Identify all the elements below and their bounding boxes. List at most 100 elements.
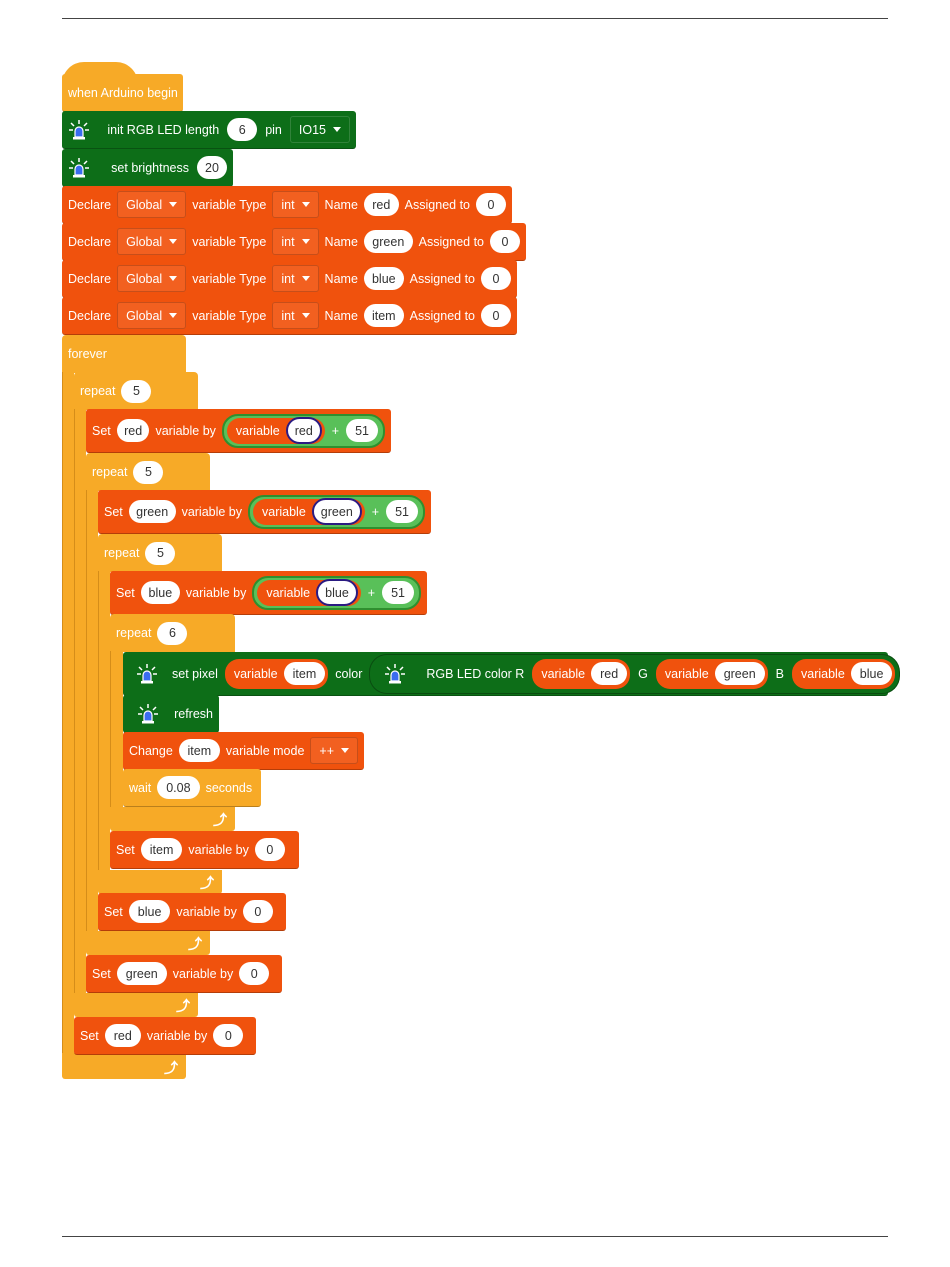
variable-name[interactable]: red xyxy=(591,662,628,685)
scope-dropdown[interactable]: Global xyxy=(117,302,187,329)
bottom-rule xyxy=(62,1236,888,1237)
set-green-reset-block[interactable]: Set green variable by 0 xyxy=(86,955,282,993)
variable-name[interactable]: green xyxy=(311,498,362,525)
assign-label: Assigned to xyxy=(418,234,484,249)
declare-red-block[interactable]: Declare Global variable Type int Name re… xyxy=(62,186,512,224)
type-dropdown[interactable]: int xyxy=(272,228,319,255)
mode-dropdown[interactable]: ++ xyxy=(310,737,358,764)
set-value-input[interactable]: 0 xyxy=(213,1024,244,1047)
set-value-input[interactable]: 0 xyxy=(239,962,270,985)
type-dropdown[interactable]: int xyxy=(272,265,319,292)
change-item-block[interactable]: Change item variable mode ++ xyxy=(123,732,364,770)
repeat-block-3[interactable]: repeat 5 xyxy=(98,534,222,572)
change-var-input[interactable]: item xyxy=(178,739,220,762)
caret-down-icon xyxy=(169,276,178,281)
set-pixel-label: set pixel xyxy=(172,666,218,681)
scope-dropdown[interactable]: Global xyxy=(117,228,187,255)
set-keyword: Set xyxy=(116,585,135,600)
type-dropdown[interactable]: int xyxy=(272,302,319,329)
variable-name[interactable]: blue xyxy=(316,579,358,606)
set-value-input[interactable]: 0 xyxy=(254,838,285,861)
set-target-var[interactable]: red xyxy=(116,419,150,442)
repeat-3-c-bar xyxy=(98,571,110,871)
repeat-count-input[interactable]: 6 xyxy=(157,621,188,645)
forever-block[interactable]: forever xyxy=(62,335,186,373)
variable-label: variable xyxy=(801,666,845,681)
init-rgb-led-block[interactable]: init RGB LED length 6 pin IO15 xyxy=(62,111,356,149)
declare-blue-block[interactable]: Declare Global variable Type int Name bl… xyxy=(62,260,517,298)
set-target-var[interactable]: item xyxy=(140,838,183,861)
led-length-input[interactable]: 6 xyxy=(227,118,258,141)
brightness-input[interactable]: 20 xyxy=(197,156,227,179)
set-by-label: variable by xyxy=(146,1028,208,1043)
variable-name[interactable]: item xyxy=(283,662,326,685)
repeat-count-input[interactable]: 5 xyxy=(145,541,176,565)
increment-input[interactable]: 51 xyxy=(382,581,414,604)
scope-dropdown[interactable]: Global xyxy=(117,191,187,218)
refresh-block[interactable]: refresh xyxy=(123,695,219,733)
change-keyword: Change xyxy=(129,743,173,758)
increment-input[interactable]: 51 xyxy=(346,419,378,442)
declare-keyword: Declare xyxy=(68,308,112,323)
refresh-label: refresh xyxy=(174,706,213,721)
wait-seconds-input[interactable]: 0.08 xyxy=(157,776,200,799)
assign-value-input[interactable]: 0 xyxy=(490,230,520,253)
set-target-var[interactable]: red xyxy=(104,1024,141,1047)
repeat-block-2[interactable]: repeat 5 xyxy=(86,453,210,491)
caret-down-icon xyxy=(301,313,310,318)
set-red-reset-block[interactable]: Set red variable by 0 xyxy=(74,1017,256,1055)
set-item-reset-block[interactable]: Set item variable by 0 xyxy=(110,831,299,869)
repeat-count-input[interactable]: 5 xyxy=(133,460,164,484)
b-variable-reporter[interactable]: variable blue xyxy=(792,658,896,689)
assign-value-input[interactable]: 0 xyxy=(481,267,511,290)
rgb-led-icon xyxy=(385,663,406,683)
set-target-var[interactable]: blue xyxy=(140,581,180,604)
repeat-block-4[interactable]: repeat 6 xyxy=(110,614,235,652)
wait-block[interactable]: wait 0.08 seconds xyxy=(123,769,261,807)
set-keyword: Set xyxy=(80,1028,99,1043)
when-arduino-begin-block[interactable]: when Arduino begin xyxy=(62,74,183,112)
var-name-input[interactable]: item xyxy=(363,304,404,327)
repeat-block-1[interactable]: repeat 5 xyxy=(74,372,198,410)
assign-value-input[interactable]: 0 xyxy=(481,304,511,327)
set-blue-reset-block[interactable]: Set blue variable by 0 xyxy=(98,893,286,931)
set-by-label: variable by xyxy=(176,904,237,919)
set-brightness-block[interactable]: set brightness 20 xyxy=(62,149,233,187)
declare-item-block[interactable]: Declare Global variable Type int Name it… xyxy=(62,297,517,335)
name-label: Name xyxy=(324,308,358,323)
scope-dropdown[interactable]: Global xyxy=(117,265,187,292)
repeat-count-input[interactable]: 5 xyxy=(121,379,152,403)
variable-name[interactable]: blue xyxy=(850,662,893,685)
set-value-input[interactable]: 0 xyxy=(242,900,273,923)
type-dropdown[interactable]: int xyxy=(272,191,319,218)
declare-green-block[interactable]: Declare Global variable Type int Name gr… xyxy=(62,223,526,261)
set-target-var[interactable]: green xyxy=(116,962,167,985)
set-target-var[interactable]: green xyxy=(128,500,176,523)
var-name-input[interactable]: blue xyxy=(363,267,404,290)
set-target-var[interactable]: blue xyxy=(128,900,171,923)
variable-name[interactable]: green xyxy=(714,662,765,685)
increment-input[interactable]: 51 xyxy=(386,500,418,523)
variable-name[interactable]: red xyxy=(285,417,322,444)
repeat-4-c-bar xyxy=(110,651,123,808)
pin-dropdown[interactable]: IO15 xyxy=(289,116,350,143)
assign-value-input[interactable]: 0 xyxy=(476,193,506,216)
var-name-input[interactable]: red xyxy=(363,193,399,216)
set-by-label: variable by xyxy=(185,585,247,600)
var-name-input[interactable]: green xyxy=(363,230,413,253)
type-label: variable Type xyxy=(192,197,267,212)
